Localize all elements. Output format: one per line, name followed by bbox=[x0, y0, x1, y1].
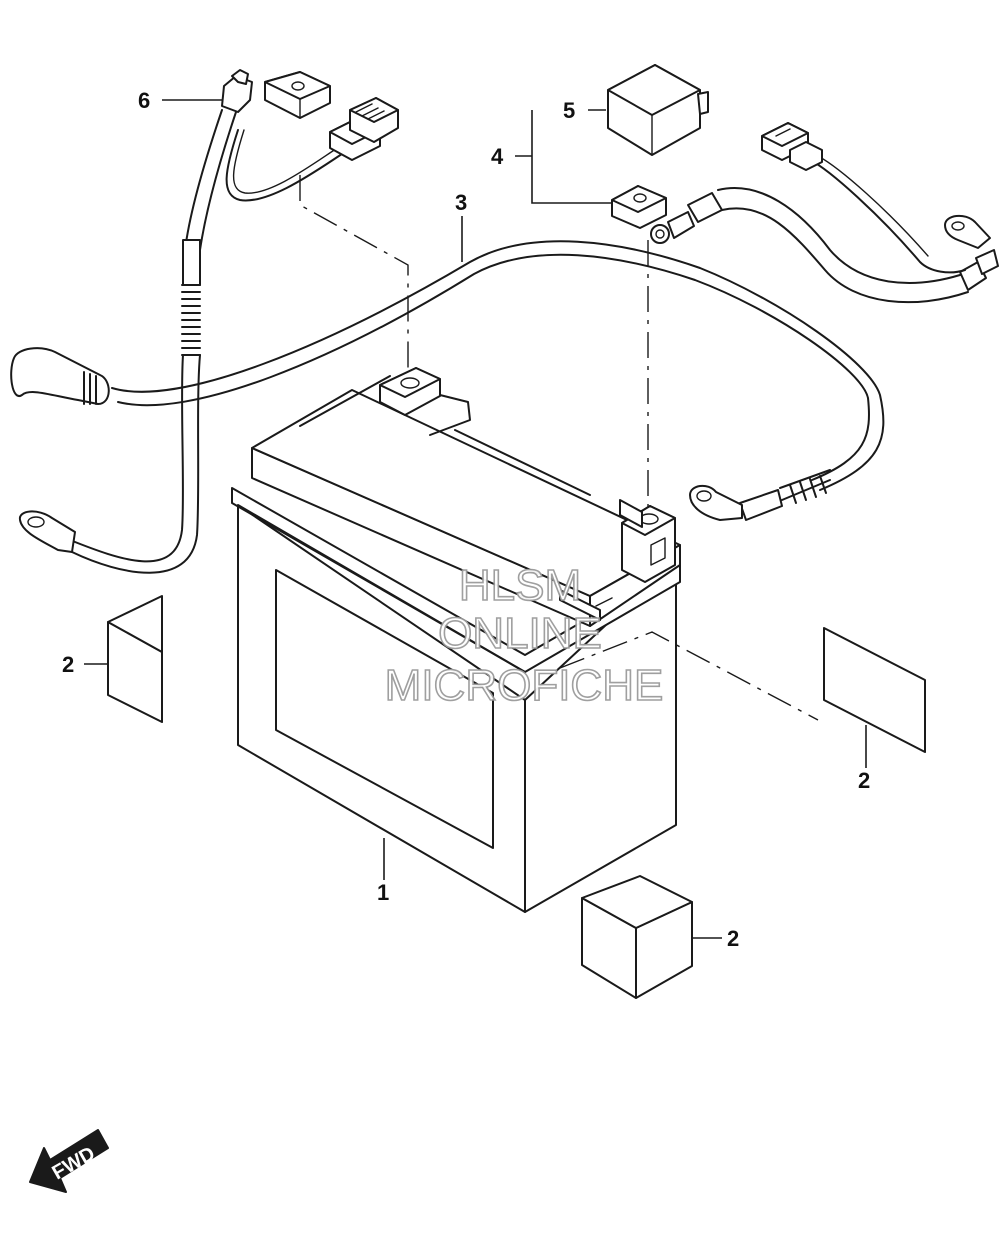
callout-2-right: 2 bbox=[858, 768, 870, 793]
watermark: HLSM ONLINE MICROFICHE bbox=[384, 560, 664, 711]
callout-2-bottom: 2 bbox=[727, 926, 739, 951]
callout-4: 4 bbox=[491, 144, 504, 169]
watermark-line-2: ONLINE bbox=[438, 609, 602, 658]
watermark-line-3: MICROFICHE bbox=[385, 661, 664, 710]
harness-lead[interactable] bbox=[18, 69, 399, 574]
pad-right[interactable] bbox=[823, 627, 926, 753]
callout-3: 3 bbox=[455, 190, 467, 215]
negative-cable[interactable] bbox=[10, 240, 885, 521]
pad-left[interactable] bbox=[107, 595, 163, 723]
callout-2-left: 2 bbox=[62, 652, 74, 677]
terminal-cap[interactable] bbox=[607, 64, 709, 156]
positive-cable-assembly[interactable] bbox=[611, 122, 999, 304]
watermark-line-1: HLSM bbox=[459, 561, 581, 610]
fwd-arrow-icon: FWD bbox=[29, 1129, 109, 1193]
pad-bottom[interactable] bbox=[581, 875, 693, 999]
callout-5: 5 bbox=[563, 98, 575, 123]
callout-1: 1 bbox=[377, 880, 389, 905]
battery[interactable] bbox=[231, 367, 681, 913]
assembly-lines bbox=[299, 175, 819, 721]
callout-6: 6 bbox=[138, 88, 150, 113]
leader-lines bbox=[84, 99, 867, 939]
